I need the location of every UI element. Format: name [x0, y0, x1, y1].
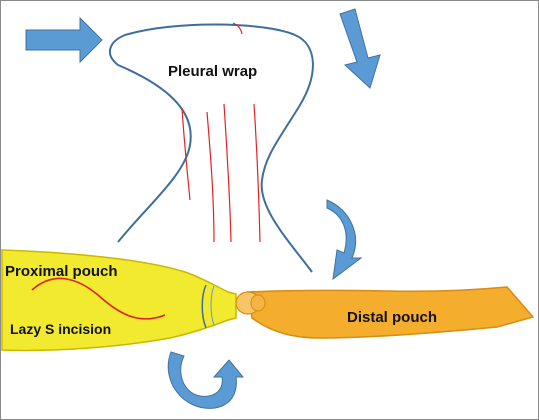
proximal-mouth-mark	[201, 284, 207, 329]
curved-arrow-down-icon	[326, 199, 363, 281]
lazy-s-incision	[31, 277, 166, 320]
arrow-right-icon	[25, 16, 103, 64]
wrap-stripe-2	[206, 111, 215, 243]
pleural-wrap-label: Pleural wrap	[168, 63, 258, 80]
proximal-pouch-label: Proximal pouch	[5, 263, 118, 280]
wrap-top-mark	[232, 22, 243, 35]
wrap-stripe-1	[181, 107, 191, 201]
lazy-s-incision-label: Lazy S incision	[10, 321, 112, 337]
wrap-stripe-3	[223, 103, 232, 243]
curved-arrow-up-icon	[167, 351, 245, 409]
distal-pouch-label: Distal pouch	[347, 309, 438, 326]
wrap-stripe-4	[253, 103, 261, 243]
proximal-pouch-shape	[1, 249, 237, 352]
distal-pouch-shape	[247, 286, 535, 339]
proximal-mouth-mark-2	[210, 285, 215, 326]
arrow-down-right-icon	[339, 8, 381, 89]
pleural-wrap-outline	[109, 23, 314, 273]
anastomosis-knob-inner	[250, 294, 266, 312]
